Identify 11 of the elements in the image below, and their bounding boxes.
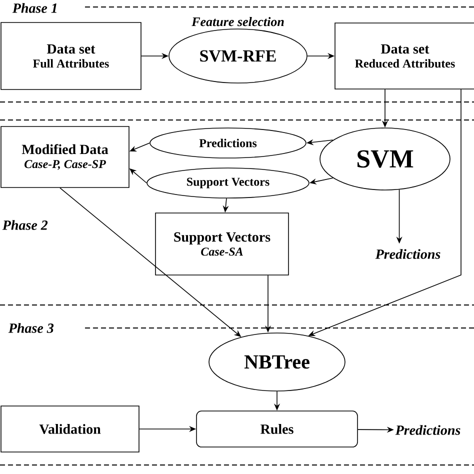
data-box: Support Vectors Case-SA: [155, 212, 289, 276]
output-text: Predictions: [394, 424, 462, 436]
data-box: Data set Reduced Attributes: [334, 22, 474, 90]
input-box: Validation: [0, 406, 140, 452]
data-box: Data set Full Attributes: [0, 22, 142, 90]
rules-box: Rules: [196, 410, 358, 448]
caption-text: Feature selection: [192, 17, 284, 26]
phase-label: Phase 3: [8, 323, 54, 333]
data-box: Modified Data Case-P, Case-SP: [0, 126, 130, 188]
phase-label: Phase 2: [2, 220, 48, 230]
output-text: Predictions: [374, 248, 442, 260]
